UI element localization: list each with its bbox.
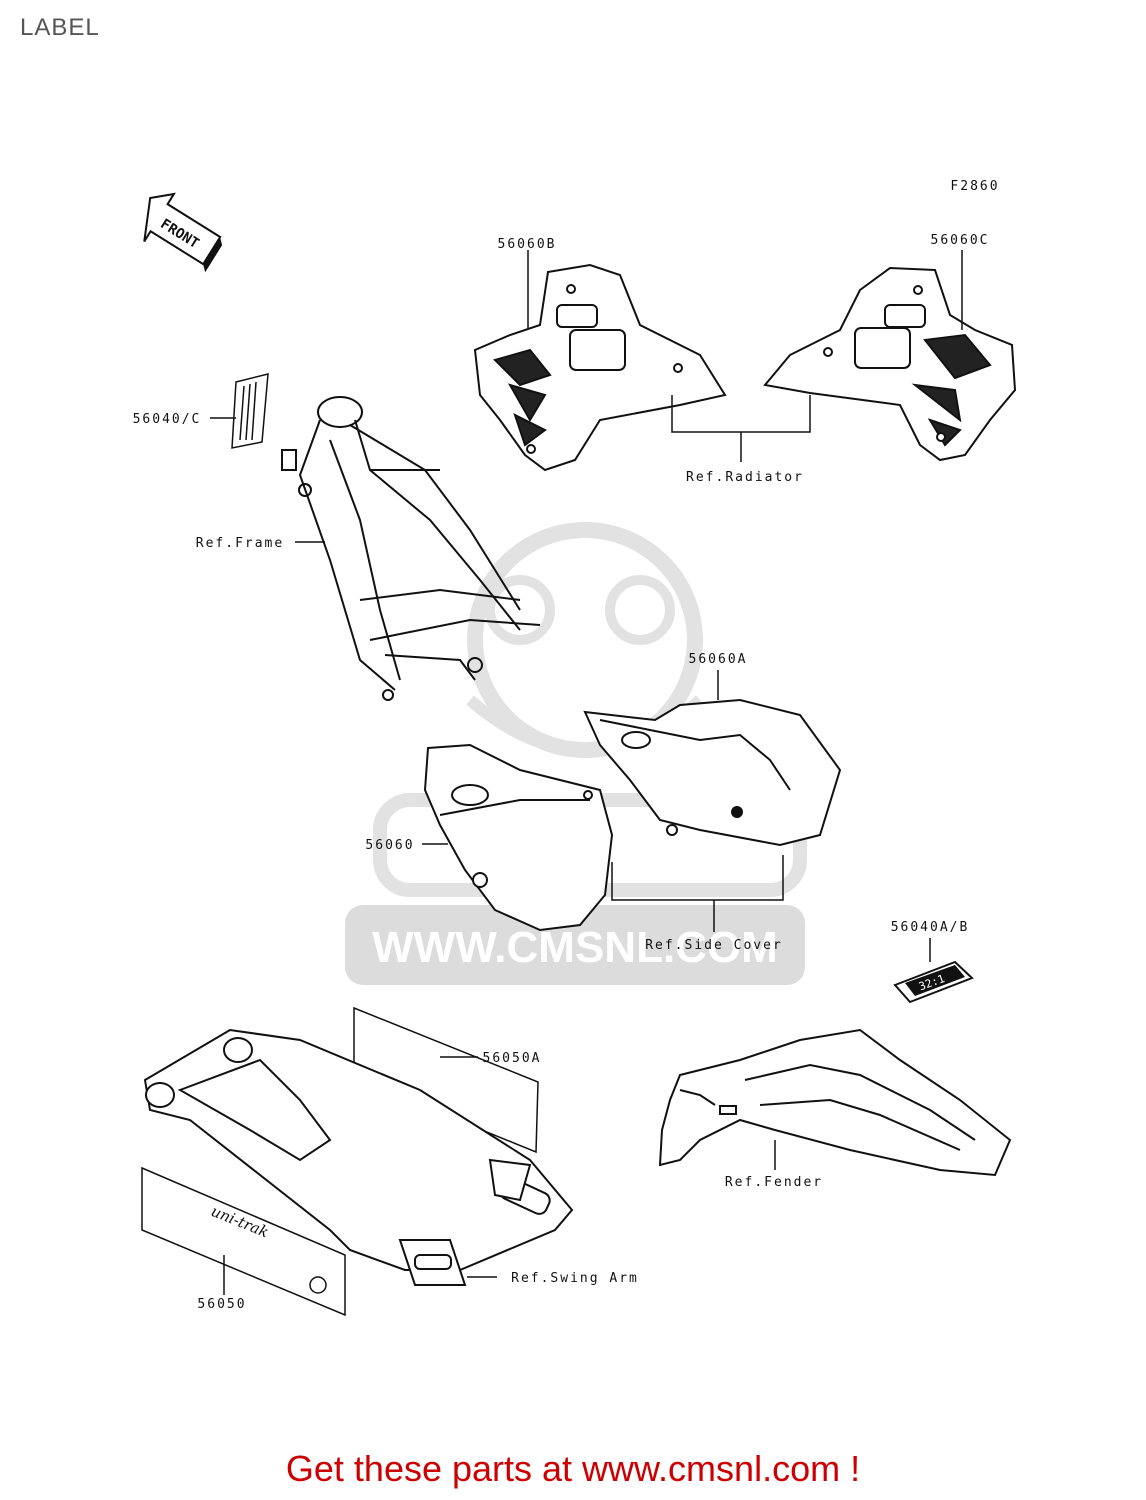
radiator-shroud-right (763, 266, 1017, 462)
callout-56040-C: 56040/C (133, 412, 202, 427)
swing-arm (143, 1028, 574, 1286)
callout-56060: 56060 (365, 838, 414, 853)
callout-56060C: 56060C (931, 233, 990, 248)
callout-56050A: 56050A (483, 1051, 542, 1066)
front-arrow: FRONT (143, 192, 223, 273)
callout-56040A-B: 56040A/B (891, 920, 970, 935)
callout-ref-radiator: Ref.Radiator (686, 470, 804, 485)
figure-code: F2860 (950, 179, 999, 194)
page-title: LABEL (20, 14, 100, 41)
watermark: WWW.CMSNL.COM (345, 522, 807, 985)
callout-56050: 56050 (197, 1297, 246, 1312)
fender-tag: 32:1 (893, 960, 974, 1004)
callout-ref-fender: Ref.Fender (725, 1175, 823, 1190)
watermark-bar (345, 905, 805, 985)
cta-link[interactable]: Get these parts at www.cmsnl.com ! (285, 1448, 861, 1489)
cta-banner[interactable]: Get these parts at www.cmsnl.com ! (0, 1448, 1146, 1490)
callout-56060B: 56060B (498, 237, 557, 252)
watermark-text: WWW.CMSNL.COM (372, 923, 778, 972)
radiator-shroud-left (473, 263, 727, 472)
rear-fender (658, 1028, 1012, 1177)
callout-ref-side-cover: Ref.Side Cover (645, 938, 783, 953)
side-cover-left (423, 743, 614, 932)
side-cover-leaders (611, 855, 784, 932)
frame-decal (231, 373, 269, 449)
callout-56060A: 56060A (689, 652, 748, 667)
frame (281, 396, 541, 701)
callout-ref-swing-arm: Ref.Swing Arm (511, 1271, 639, 1286)
side-cover-right (583, 698, 842, 847)
parts-diagram: WWW.CMSNL.COM FRONT F2860 56060B 56060C … (133, 179, 1017, 1317)
radiator-leaders (527, 250, 963, 462)
callout-ref-frame: Ref.Frame (196, 536, 284, 551)
